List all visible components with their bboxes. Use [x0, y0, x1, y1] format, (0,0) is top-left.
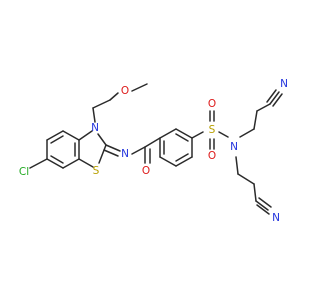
atom-label-carbonyl-oxygen: O — [142, 165, 150, 177]
methoxyethyl-chain — [92, 83, 148, 123]
atom-label-sulfonyl-sulfur: S — [209, 124, 216, 136]
amide-linker — [131, 137, 161, 164]
sulfonyl-group — [191, 110, 229, 150]
bond-imine-double-a — [105, 144, 121, 152]
thiazole-ring — [78, 130, 107, 168]
atom-label-sulfonamide-nitrogen: N — [230, 141, 238, 153]
atom-label-ring-sulfur: S — [93, 165, 100, 177]
atom-label-chlorine: Cl — [19, 166, 29, 178]
benzothiazole-benzene-ring — [46, 130, 80, 169]
atom-label-sulfonyl-oxygen-top: O — [208, 98, 216, 110]
atom-label-imine-nitrogen: N — [121, 148, 129, 160]
central-benzene-ring — [159, 128, 193, 167]
bond-imine-double-b — [103, 149, 119, 157]
atom-label-methoxy-oxygen: O — [121, 85, 129, 97]
cyanoethyl-arm-top — [239, 89, 283, 138]
bond-c-cl — [29, 158, 48, 169]
atom-label-sulfonyl-oxygen-bottom: O — [208, 150, 216, 162]
atom-label-nitrile-nitrogen-top: N — [280, 78, 288, 90]
cyanoethyl-arm-bottom — [235, 156, 272, 215]
molecule-structure-diagram: Cl N S N O O S O O N N N — [19, 78, 288, 224]
atom-label-nitrile-nitrogen-bottom: N — [272, 212, 280, 224]
atom-label-ring-nitrogen: N — [91, 122, 99, 134]
